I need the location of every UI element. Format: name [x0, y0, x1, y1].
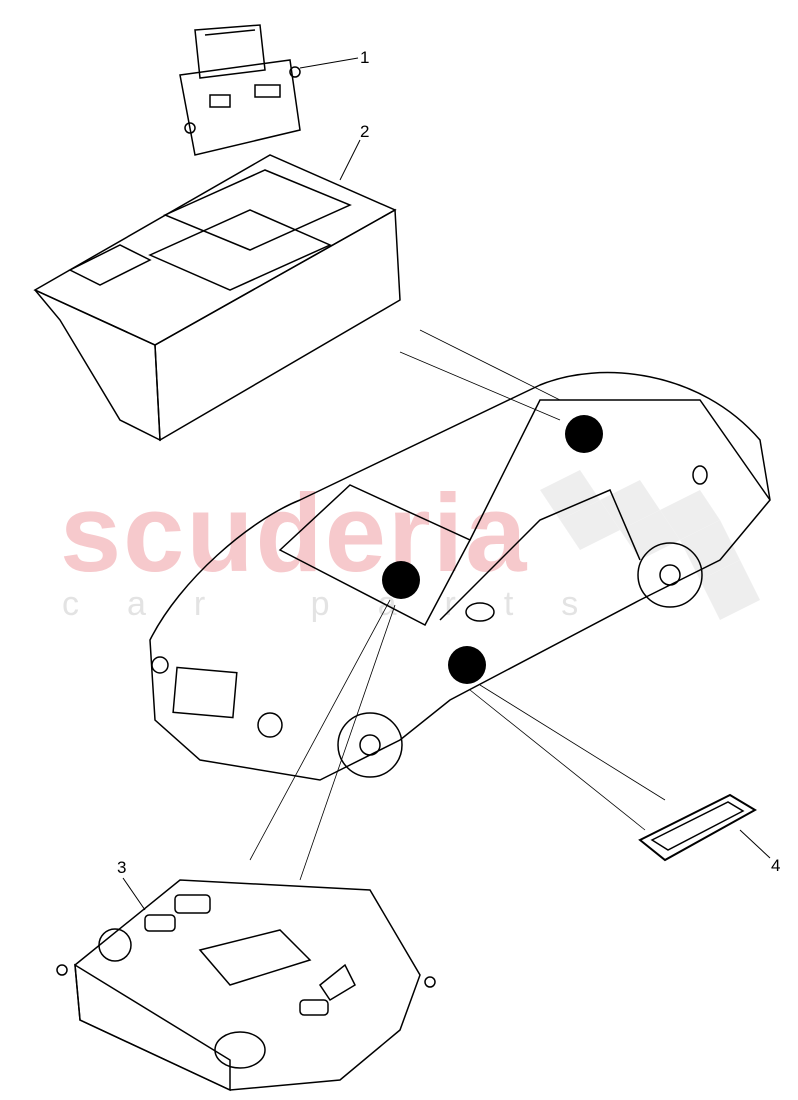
part-2-tray[interactable] [33, 154, 401, 442]
location-marker-door [448, 646, 486, 684]
leader-line-1 [299, 57, 359, 69]
part-4-trim-frame[interactable] [638, 793, 757, 862]
callout-3: 3 [117, 858, 127, 877]
part-1-control-unit[interactable] [179, 24, 301, 156]
location-marker-console [382, 561, 420, 599]
leader-line-3 [122, 877, 146, 911]
watermark-brand: scuderia [60, 472, 529, 595]
checkered-flag-watermark [540, 470, 760, 620]
callout-1: 1 [360, 48, 370, 67]
leader-line-2 [339, 139, 361, 181]
location-marker-roof [565, 415, 603, 453]
callout-4: 4 [771, 856, 781, 875]
leader-lines [249, 329, 666, 881]
location-markers [382, 415, 603, 684]
leader-line-4 [739, 829, 771, 859]
part-3-console-module[interactable] [56, 879, 436, 1092]
car-illustration [149, 371, 771, 781]
callout-2: 2 [360, 122, 370, 141]
